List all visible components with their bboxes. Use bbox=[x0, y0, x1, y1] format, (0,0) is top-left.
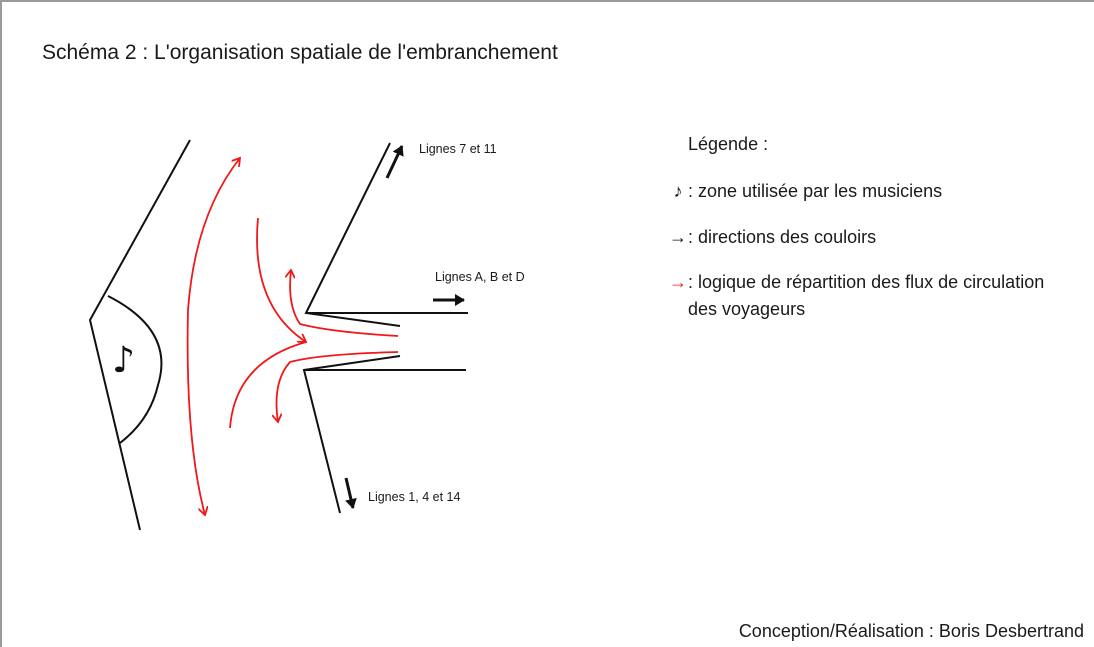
legend-item-musicians: ♪: zone utilisée par les musiciens bbox=[668, 178, 943, 205]
flow-arrow-main-down bbox=[186, 309, 205, 515]
black-arrow-icon: → bbox=[669, 227, 687, 247]
flow-arrow-top-merge bbox=[256, 217, 306, 342]
left-corridor-wall bbox=[88, 139, 191, 531]
direction-arrow-1-4-14 bbox=[344, 477, 357, 509]
legend-text-musicians: : zone utilisée par les musiciens bbox=[688, 181, 943, 201]
musician-note-icon: ♪ bbox=[112, 340, 135, 381]
legend-item-flows: →: logique de répartition des flux de ci… bbox=[668, 269, 1068, 323]
direction-arrow-7-11 bbox=[385, 145, 404, 179]
label-lines-7-11: Lignes 7 et 11 bbox=[419, 142, 497, 156]
music-note-icon: ♪ bbox=[673, 181, 683, 201]
flow-arrow-bottom-merge bbox=[229, 341, 307, 429]
legend-text-corridors: : directions des couloirs bbox=[688, 227, 877, 247]
red-arrow-icon: → bbox=[669, 272, 687, 292]
flow-arrow-lower-split bbox=[277, 351, 399, 422]
legend-title: Légende : bbox=[688, 134, 769, 154]
label-lines-1-4-14: Lignes 1, 4 et 14 bbox=[368, 490, 461, 504]
musician-zone bbox=[107, 295, 163, 444]
legend-item-corridors: →: directions des couloirs bbox=[668, 224, 876, 251]
credit-line: Conception/Réalisation : Boris Desbertra… bbox=[738, 621, 1084, 641]
legend-text-flows: : logique de répartition des flux de cir… bbox=[688, 272, 1045, 319]
diagram-title: Schéma 2 : L'organisation spatiale de l'… bbox=[42, 41, 558, 64]
upper-branch-wall bbox=[304, 142, 401, 327]
flow-arrow-upper-split bbox=[290, 270, 399, 337]
flow-arrow-main-up bbox=[187, 158, 240, 311]
label-lines-a-b-d: Lignes A, B et D bbox=[435, 270, 525, 284]
